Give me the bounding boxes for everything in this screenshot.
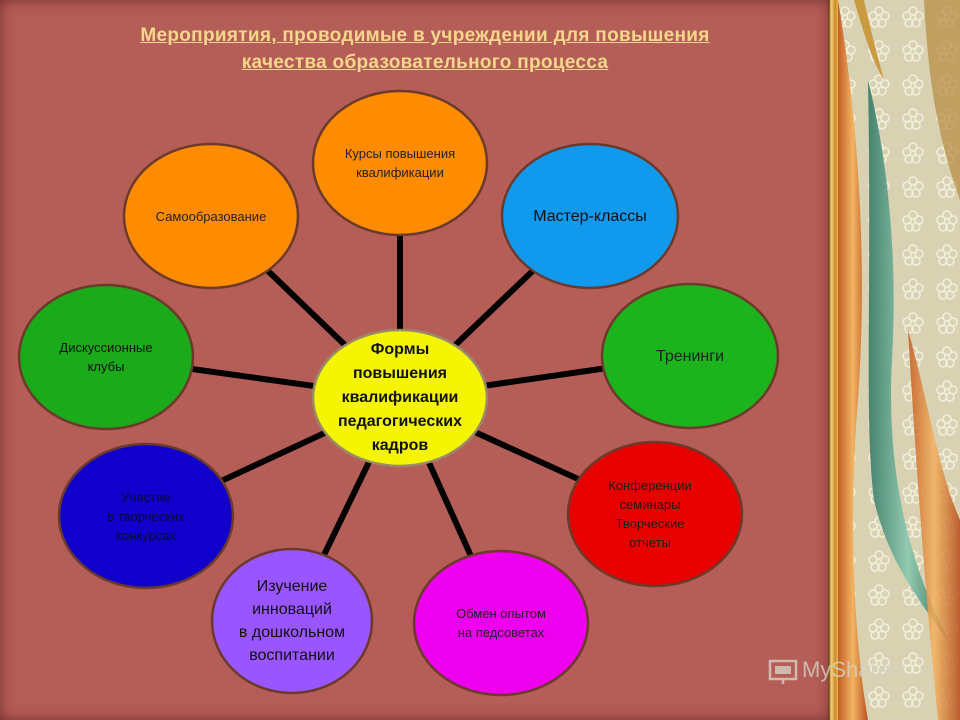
slide-title-line-2: качества образовательного процесса [241, 52, 609, 73]
watermark-text: MyShared [802, 657, 903, 682]
slide-title-line-1: Мероприятия, проводимые в учреждении для… [140, 25, 710, 46]
node-konferencii-circle [566, 440, 744, 588]
node-master-circle [500, 142, 680, 290]
node-uchastie-circle [57, 442, 235, 590]
node-konferencii-label: Конференции семинары Творческие отчеты [608, 478, 692, 550]
node-samoobr-circle [122, 142, 300, 290]
node-kursy-label: Курсы повышения квалификации [344, 146, 456, 180]
node-treningi-label: Тренинги [655, 347, 725, 365]
radial-diagram [17, 89, 780, 697]
watermark-logo-icon [768, 659, 798, 684]
node-samoobr-label: Самообразование [155, 208, 267, 224]
watermark: MyShared [768, 655, 902, 685]
node-uchastie-label: Участие в творческих конкурсах [107, 489, 185, 543]
node-diskussii-label: Дискуссионные клубы [59, 340, 153, 374]
center-node-label: Формы повышения квалификации педагогичес… [338, 341, 462, 454]
node-treningi-circle [600, 282, 780, 430]
slide-title: Мероприятия, проводимые в учреждении для… [60, 22, 790, 76]
node-obmen-circle [412, 549, 590, 697]
decorative-side-panel [828, 0, 960, 720]
center-node-circle [311, 328, 489, 468]
node-izuchenie-circle [210, 547, 374, 695]
node-izuchenie-label: Изучение инноваций в дошкольном воспитан… [238, 578, 346, 664]
node-diskussii-circle [17, 283, 195, 431]
node-master-label: Мастер-классы [533, 207, 647, 225]
node-kursy-circle [311, 89, 489, 237]
node-obmen-label: Обмен опытом на педсоветах [456, 606, 546, 640]
